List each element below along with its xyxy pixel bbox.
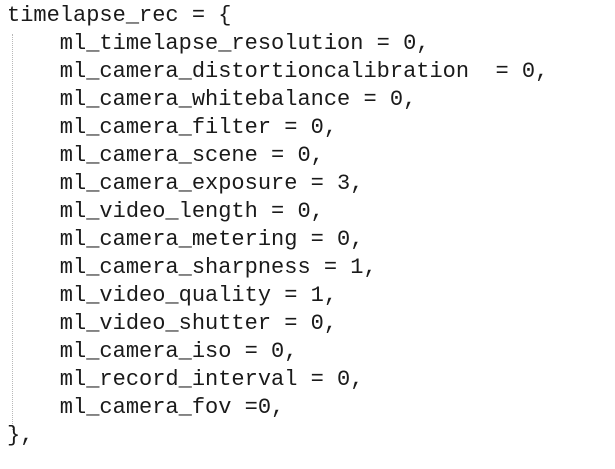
code-line: ml_video_shutter = 0,: [7, 311, 338, 336]
code-line: timelapse_rec = {: [7, 3, 232, 28]
code-line: ml_video_length = 0,: [7, 199, 324, 224]
code-line: ml_camera_distortioncalibration = 0,: [7, 59, 549, 84]
code-line: ml_camera_metering = 0,: [7, 227, 364, 252]
code-line: ml_camera_iso = 0,: [7, 339, 298, 364]
code-line: ml_video_quality = 1,: [7, 283, 338, 308]
code-line: ml_record_interval = 0,: [7, 367, 364, 392]
code-line: ml_camera_filter = 0,: [7, 115, 338, 140]
code-line: ml_timelapse_resolution = 0,: [7, 31, 430, 56]
code-line: ml_camera_whitebalance = 0,: [7, 87, 417, 112]
code-line: ml_camera_scene = 0,: [7, 143, 324, 168]
code-line: ml_camera_fov =0,: [7, 395, 285, 420]
code-line: ml_camera_exposure = 3,: [7, 171, 364, 196]
indent-guide: [12, 34, 13, 430]
code-line: ml_camera_sharpness = 1,: [7, 255, 377, 280]
code-line: },: [7, 423, 34, 448]
